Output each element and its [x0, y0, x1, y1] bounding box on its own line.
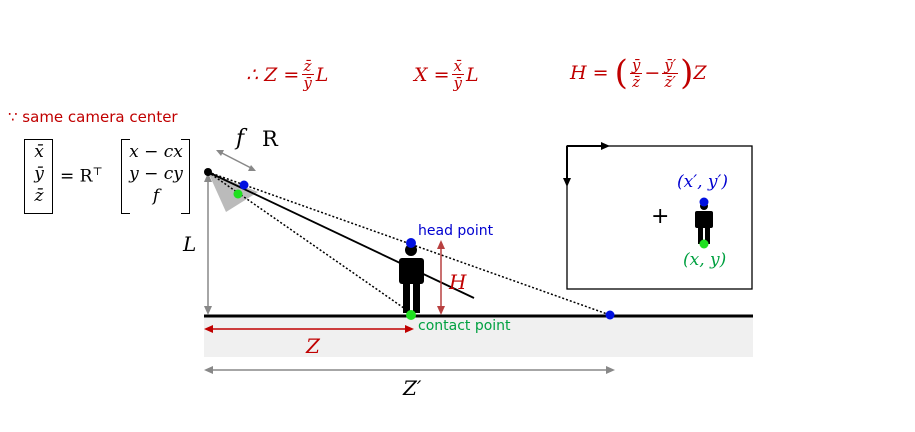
- L-arrowhead-top: [204, 173, 212, 182]
- image-head-dot: [239, 180, 249, 190]
- principal-point-marker: +: [651, 204, 670, 229]
- ground-area: [204, 316, 753, 357]
- camera-center-dot: [204, 168, 212, 176]
- label-H: H: [449, 270, 467, 294]
- Zp-arrowhead-right: [606, 366, 615, 374]
- H-arrowhead-top: [437, 240, 445, 249]
- image-person-icon: [695, 202, 713, 244]
- image-x-arrowhead: [601, 142, 610, 150]
- label-f: f: [236, 126, 245, 151]
- right-vector-bracket-left: [121, 139, 130, 214]
- contact-point-label: contact point: [418, 318, 511, 334]
- far-ground-dot: [605, 310, 615, 320]
- head-point-dot: [406, 238, 416, 248]
- image-plane-head-dot: [699, 197, 709, 207]
- H-arrowhead-bottom: [437, 306, 445, 315]
- formula-z: ∴ Z = z̄ȳ L: [246, 57, 329, 92]
- label-L: L: [183, 232, 197, 256]
- fraction: ȳ′z̄′: [662, 55, 679, 91]
- label-R: R: [262, 127, 278, 151]
- focal-arrowhead-right: [248, 165, 256, 171]
- Zp-arrowhead-left: [204, 366, 213, 374]
- camera-frustum: [208, 172, 258, 212]
- equals-r: = R⊤: [60, 165, 103, 187]
- right-vector: x − cx y − cy f: [129, 142, 183, 206]
- head-point-label: head point: [418, 223, 494, 239]
- focal-arrow: [217, 150, 254, 170]
- person-icon: [399, 244, 424, 313]
- fraction: z̄ȳ: [301, 57, 314, 92]
- right-vector-bracket-right: [181, 139, 190, 214]
- fraction: x̄ȳ: [451, 57, 464, 92]
- image-contact-coord: (x, y): [683, 250, 727, 270]
- image-plane-contact-dot: [699, 239, 709, 249]
- therefore-symbol: ∴: [246, 63, 259, 86]
- image-plane-box: [566, 145, 753, 290]
- label-Z-prime: Z′: [403, 376, 422, 400]
- right-paren: ): [680, 53, 694, 93]
- image-y-arrowhead: [563, 178, 571, 187]
- label-Z: Z: [306, 334, 320, 358]
- optical-axis-ray: [207, 171, 475, 299]
- Z-arrowhead-left: [204, 325, 213, 333]
- left-vector-bracket-right: [26, 139, 53, 214]
- focal-arrowhead-left: [216, 150, 224, 156]
- L-arrowhead-bottom: [204, 306, 212, 315]
- contact-point-dot: [406, 310, 416, 320]
- Z-arrowhead-right: [405, 325, 414, 333]
- left-vector: x̄ ȳ z̄: [34, 142, 44, 206]
- image-contact-dot: [233, 189, 243, 199]
- left-paren: (: [614, 53, 628, 93]
- because-text: ∵ same camera center: [8, 108, 178, 126]
- formula-x: X = x̄ȳ L: [414, 57, 479, 92]
- image-head-coord: (x′, y′): [677, 172, 728, 192]
